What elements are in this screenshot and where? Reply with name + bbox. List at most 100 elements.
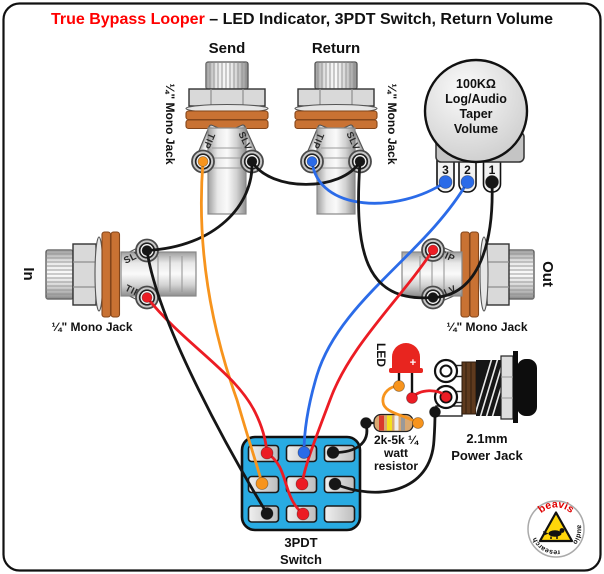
power-jack-barrel: [517, 359, 537, 416]
return-jack-spacer-2: [294, 119, 378, 130]
sw-mid-right-dot: [328, 477, 342, 491]
power-jack-nut-facets: [501, 376, 513, 399]
volume-pot: 100KΩ Log/Audio Taper Volume 3 2 1: [423, 58, 529, 193]
logo-beaver-icon: [543, 528, 565, 539]
pot-lug2-dot: [460, 175, 475, 189]
return-jack-nut: [297, 88, 375, 107]
svg-text:audio: audio: [571, 525, 583, 546]
out-jack-nut-facets: [487, 261, 509, 288]
switch-terminal-9: [323, 505, 356, 523]
wire-in-slv-to-switch: [145, 249, 269, 515]
return-jack-spacer-1: [294, 110, 378, 121]
wire-switch-to-power-ground: [333, 411, 437, 494]
wire-send-slv-to-return-slv: [250, 160, 362, 186]
power-jack: [433, 351, 537, 423]
in-jack-type-label: ¼" Mono Jack: [51, 320, 132, 334]
logo-warning-triangle-icon: [538, 511, 574, 543]
pot-taper-label-2: Taper: [459, 107, 492, 121]
resistor-band-1: [379, 415, 384, 431]
return-jack-threads: [315, 62, 357, 89]
wire-pot1-to-out-slv: [431, 180, 494, 299]
wire-switch-jumper: [265, 451, 305, 516]
return-jack-title: Return: [312, 40, 360, 57]
in-jack-nut: [72, 243, 97, 306]
in-jack-spacer-2: [110, 231, 121, 318]
in-slv-dot: [141, 245, 153, 256]
sw-mid-center-dot: [295, 477, 309, 491]
send-tip-dot: [197, 156, 209, 167]
led-anode-dot: [406, 392, 418, 404]
wire-out-tip-to-switch: [300, 248, 435, 486]
out-tip-dot: [427, 244, 439, 256]
resistor-label-1: 2k-5k ¼: [374, 433, 419, 447]
switch-label-1: 3PDT: [284, 535, 317, 550]
resistor-left-dot: [360, 417, 372, 429]
send-slv-dot: [246, 156, 258, 167]
in-jack-title: In: [20, 267, 37, 280]
resistor-band-2: [387, 415, 392, 431]
sw-top-mid-dot: [297, 446, 311, 459]
sw-bottom-mid-dot: [296, 507, 310, 521]
send-jack: TIP SLV: [185, 61, 269, 215]
out-slv-dot: [427, 292, 439, 303]
power-jack-rib-hatch: [476, 360, 501, 416]
pot-lug1-number: 1: [489, 163, 496, 177]
return-tip-dot: [306, 156, 318, 167]
led-flange: [389, 368, 423, 373]
led-cathode-dot: [393, 380, 405, 392]
led-polarity-label: +: [410, 357, 416, 369]
power-jack-insulator: [461, 361, 477, 415]
wire-send-tip-to-switch: [199, 160, 264, 485]
wire-resistor-to-led: [381, 384, 420, 425]
pot-can: [423, 58, 529, 164]
pot-lug3-dot: [438, 175, 453, 189]
power-jack-insulator-lines: [465, 362, 472, 414]
pot-value-label: 100KΩ: [456, 77, 496, 91]
send-jack-type-label: ¼" Mono Jack: [163, 83, 177, 164]
send-jack-title: Send: [209, 40, 246, 57]
resistor-label-3: resistor: [374, 459, 418, 473]
out-jack-type-label: ¼" Mono Jack: [446, 320, 527, 334]
send-jack-nut: [188, 88, 266, 107]
sw-mid-left-dot: [255, 477, 269, 490]
send-jack-nut-facets: [210, 89, 244, 106]
brand-logo: beavis audio research: [527, 498, 585, 558]
in-jack-threads: [46, 250, 73, 299]
pot-taper-label-1: Log/Audio: [445, 92, 507, 106]
in-tip-dot: [141, 292, 153, 303]
wire-return-slv-to-out-slv: [357, 160, 435, 300]
in-jack-nut-facets: [73, 261, 96, 288]
return-jack-body-lines: [321, 147, 351, 169]
logo-word-2: audio: [571, 525, 583, 546]
return-jack-type-label: ¼" Mono Jack: [385, 83, 399, 164]
power-jack-label-1: 2.1mm: [466, 431, 507, 446]
switch-label-2: Switch: [280, 552, 322, 567]
sw-top-right-dot: [326, 446, 340, 459]
resistor-band-4: [401, 415, 405, 431]
sw-top-left-dot: [260, 446, 274, 460]
return-jack-nut-facets: [319, 89, 353, 106]
wire-pot2-to-switch: [302, 180, 469, 454]
out-jack-nut: [486, 243, 510, 306]
power-ground-dot: [429, 406, 441, 418]
resistor-band-3: [394, 415, 399, 431]
resistor-right-dot: [412, 417, 424, 429]
page-title: True Bypass Looper – LED Indicator, 3PDT…: [51, 11, 553, 28]
send-jack-spacer-1: [185, 110, 269, 121]
sw-bottom-left-dot: [260, 507, 274, 520]
wires-layer: [145, 160, 494, 516]
pot-lug1-dot: [485, 175, 499, 189]
wire-return-tip-to-pot3: [310, 160, 447, 205]
send-jack-threads: [206, 62, 248, 89]
resistor-label-2: watt: [383, 446, 408, 460]
power-jack-plate: [513, 351, 518, 423]
pot-lug3-number: 3: [442, 163, 449, 177]
in-jack-body-lines: [157, 256, 183, 292]
power-jack-label-2: Power Jack: [451, 448, 523, 463]
power-jack-top-ring-inner: [439, 364, 453, 378]
pot-function-label: Volume: [454, 122, 498, 136]
return-slv-dot: [354, 156, 366, 167]
power-jack-nut: [500, 355, 514, 420]
